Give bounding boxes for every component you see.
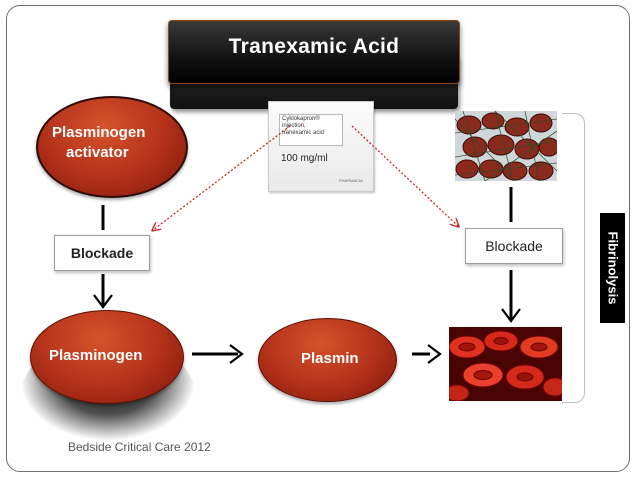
fibrinolysis-label-box: Fibrinolysis: [600, 213, 625, 323]
blockade-right-label: Blockade: [485, 238, 543, 254]
plasminogen-activator-line1: Plasminogen: [52, 124, 146, 141]
drug-package-label: [279, 114, 343, 146]
blockade-box-right: Blockade: [465, 228, 563, 264]
plasminogen-label: Plasminogen: [49, 347, 143, 364]
dotted-arrow-to-right-blockade: [351, 125, 458, 226]
plasmin-node: Plasmin: [258, 318, 397, 402]
slide-footer: Bedside Critical Care 2012: [68, 440, 211, 454]
blockade-left-label: Blockade: [70, 245, 134, 261]
plasmin-label: Plasmin: [301, 350, 359, 367]
drug-form: injection,: [282, 123, 306, 129]
blockade-box-left: Blockade: [54, 235, 150, 271]
plasminogen-activator-line2: activator: [66, 144, 129, 161]
drug-maker: PHARMACIA: [339, 178, 363, 183]
drug-package-photo: Cyklokapron® injection, tranexamic acid …: [268, 101, 374, 192]
drug-brand-text: Cyklokapron® injection, tranexamic acid: [282, 116, 342, 137]
blockade-to-plasminogen-arrowhead: [93, 294, 113, 309]
title-box: Tranexamic Acid: [168, 20, 460, 84]
plasminogen-activator-node: Plasminogen activator: [36, 96, 188, 198]
slide-title: Tranexamic Acid: [228, 35, 400, 58]
drug-generic: tranexamic acid: [282, 130, 325, 136]
plasmin-to-rbc-arrowhead: [427, 344, 442, 364]
drug-concentration: 100 mg/ml: [281, 153, 328, 164]
blockade-to-rbc-arrowhead: [501, 308, 521, 323]
plasminogen-node: Plasminogen: [30, 310, 184, 404]
fibrin-clot-image: [455, 111, 557, 181]
dotted-arrow-to-left-blockade: [153, 125, 291, 230]
red-blood-cells-image: [449, 327, 563, 401]
drug-brand: Cyklokapron®: [282, 116, 320, 122]
red-blood-cells-photo: [449, 327, 563, 401]
fibrinolysis-bracket: [562, 113, 585, 403]
plasminogen-to-plasmin-arrowhead: [229, 344, 244, 364]
fibrin-clot-photo: [455, 111, 557, 181]
